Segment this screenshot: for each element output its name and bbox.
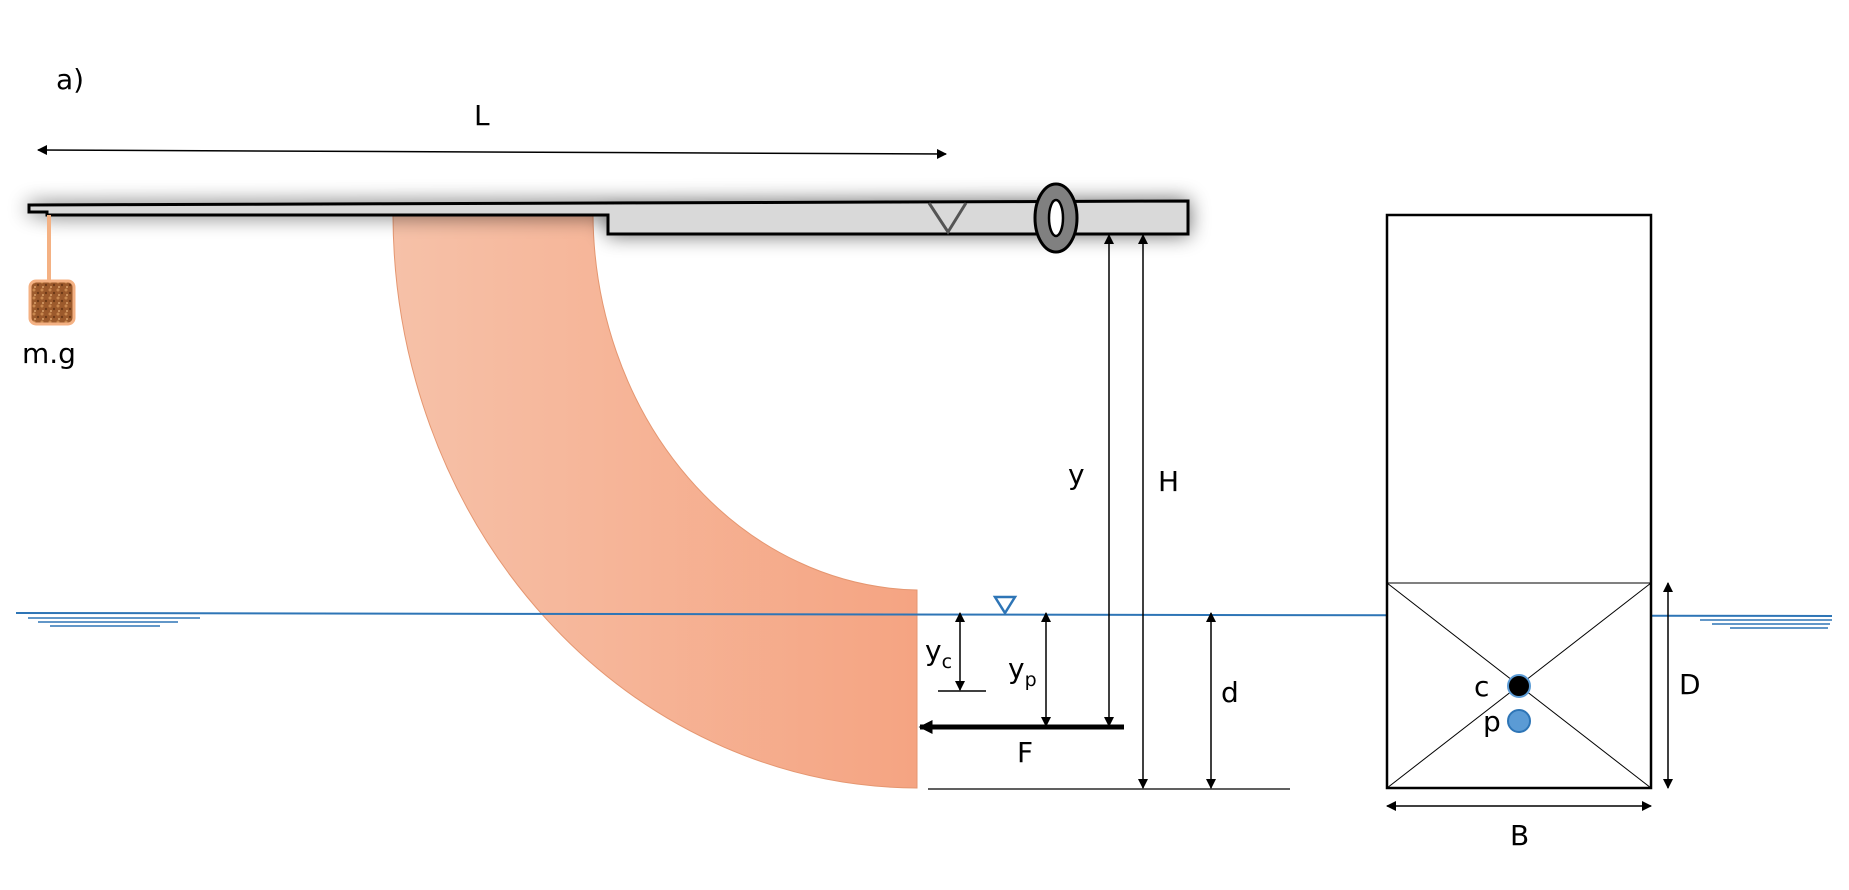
panel-label: a) [56,63,84,96]
yp-label: yp [1008,652,1037,691]
pressure-center-label: p [1483,705,1501,738]
balance-beam [27,199,1190,236]
yc-label: yc [925,634,952,673]
quadrant-body [392,214,918,789]
length-dimension-arrow [37,145,947,159]
water-surface-right [1700,619,1832,629]
centroid-label: c [1474,670,1489,703]
centroid-point [1507,674,1531,698]
pressure-center-point [1507,709,1531,733]
pivot-ring-icon [1033,182,1079,254]
water-surface-triangle-icon [992,595,1018,616]
weight-label: m.g [22,337,76,370]
knife-edge-icon [927,202,968,235]
end-face-rectangle [1385,213,1653,790]
y-label: y [1068,458,1085,491]
force-label: F [1017,736,1033,769]
D-label: D [1679,668,1701,701]
d-label: d [1221,676,1239,709]
B-label: B [1510,819,1529,852]
length-label: L [474,99,490,132]
weight-block [28,279,76,326]
H-label: H [1158,465,1179,498]
submerged-area-rectangle [1386,582,1652,789]
